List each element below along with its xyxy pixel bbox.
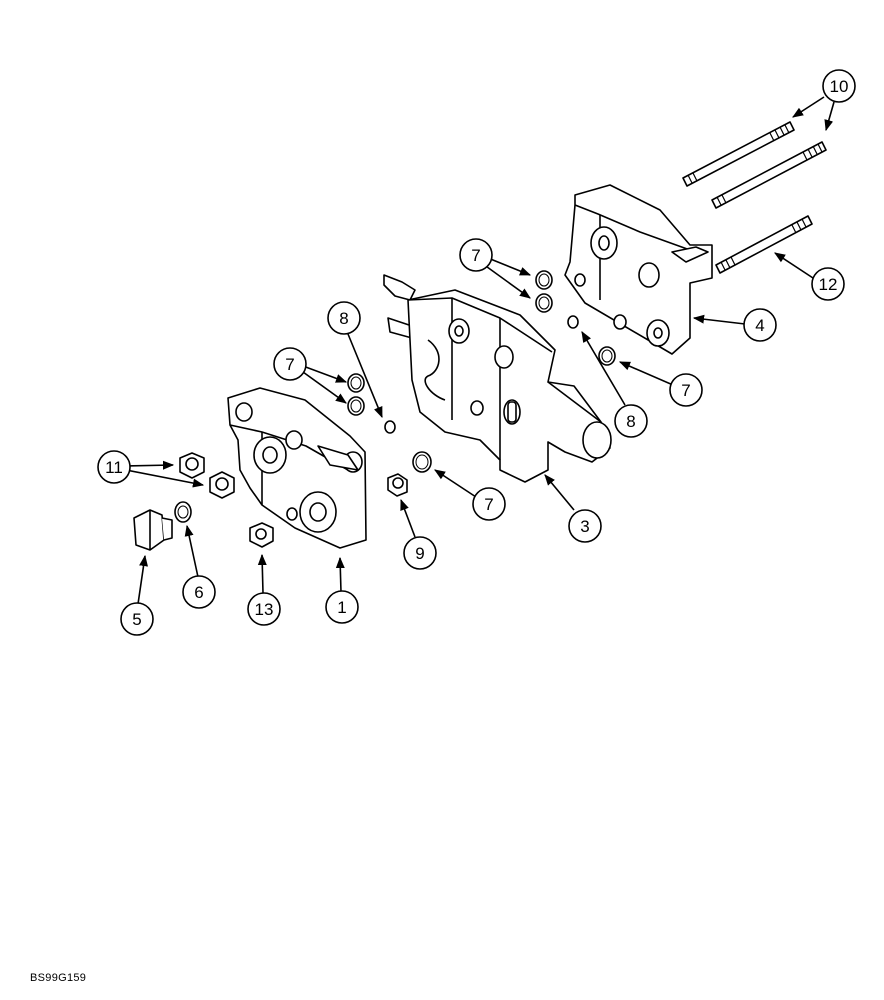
control-valve-section-drawing: [383, 274, 612, 483]
svg-text:13: 13: [255, 600, 274, 619]
o-ring-part7-f: [412, 451, 432, 473]
svg-text:6: 6: [194, 583, 203, 602]
svg-text:12: 12: [819, 275, 838, 294]
svg-text:3: 3: [580, 517, 589, 536]
callout-5: 5: [120, 602, 154, 636]
end-section-housing-drawing: [227, 387, 367, 549]
callout-6: 6: [182, 575, 216, 609]
svg-text:11: 11: [105, 458, 123, 477]
callout-8-left: 8: [327, 301, 361, 335]
callout-1: 1: [325, 590, 359, 624]
callout-7-lower: 7: [472, 487, 506, 521]
callout-11: 11: [97, 450, 131, 484]
o-ring-part7-b: [535, 293, 553, 313]
callout-7-upper-right: 7: [459, 238, 493, 272]
outlet-end-cover-drawing: [564, 184, 713, 355]
svg-text:8: 8: [339, 309, 348, 328]
svg-text:5: 5: [132, 610, 141, 629]
svg-text:7: 7: [471, 246, 480, 265]
callout-10: 10: [822, 69, 856, 103]
svg-text:8: 8: [626, 412, 635, 431]
svg-text:10: 10: [830, 77, 849, 96]
small-o-ring-a: [567, 315, 579, 329]
callout-8-right: 8: [614, 404, 648, 438]
o-ring-part7-c: [347, 373, 365, 393]
svg-text:4: 4: [755, 316, 764, 335]
o-ring-part7-e: [598, 346, 616, 366]
check-poppet-drawing: [387, 473, 408, 497]
callout-9: 9: [403, 536, 437, 570]
o-ring-part7-a: [535, 270, 553, 290]
plug-drawing: [133, 509, 173, 551]
nut-part13: [249, 522, 274, 548]
nut-part11-a: [179, 452, 205, 479]
svg-text:7: 7: [681, 381, 690, 400]
o-ring-part7-d: [347, 396, 365, 416]
svg-text:1: 1: [337, 598, 346, 617]
callout-7-left: 7: [273, 347, 307, 381]
callout-7-right: 7: [669, 373, 703, 407]
tie-rod-lower: [715, 215, 813, 274]
sealing-ring-drawing: [174, 501, 192, 523]
tie-rod-upper: [682, 121, 795, 187]
callout-12: 12: [811, 267, 845, 301]
callout-3: 3: [568, 509, 602, 543]
svg-text:7: 7: [484, 495, 493, 514]
svg-text:7: 7: [285, 355, 294, 374]
tie-rod-middle: [711, 141, 827, 209]
svg-text:9: 9: [415, 544, 424, 563]
nut-part11-b: [209, 471, 235, 499]
callout-13: 13: [247, 592, 281, 626]
callout-4: 4: [743, 308, 777, 342]
figure-code: BS99G159: [30, 972, 87, 984]
small-o-ring-b: [384, 420, 396, 434]
